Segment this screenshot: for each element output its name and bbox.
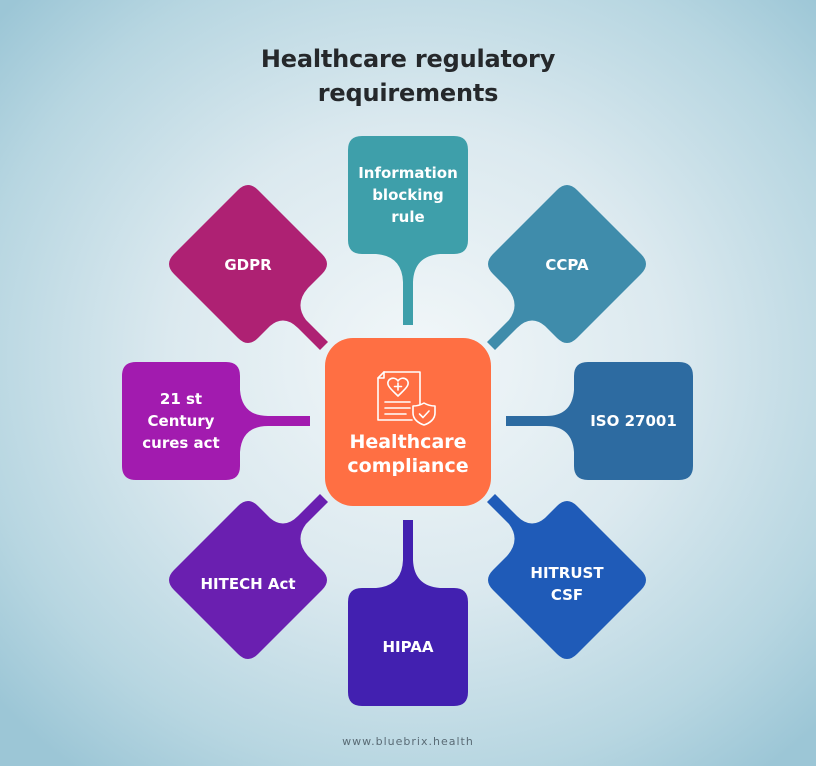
node-label-info-blocking: Information blocking rule [358,164,458,226]
node-label-ccpa: CCPA [545,256,589,274]
center-box [325,338,491,506]
node-shape-gdpr [169,185,328,350]
node-shape-hitrust [487,494,646,659]
node-shape-hipaa [348,520,468,706]
node-shape-info-blocking [348,136,468,325]
node-label-iso27001: ISO 27001 [590,412,677,430]
node-shape-cures-act [122,362,310,480]
node-label-gdpr: GDPR [224,256,272,274]
node-label-hipaa: HIPAA [382,638,434,656]
document-heart-shield-icon [377,371,436,426]
node-shape-iso27001 [506,362,693,480]
node-shape-hitech [169,494,328,659]
diagram-title: Healthcare regulatory requirements [260,45,556,107]
node-label-hitech: HITECH Act [200,575,296,593]
node-label-hitrust: HITRUST CSF [530,564,604,604]
node-shape-ccpa [487,185,646,350]
node-label-cures-act: 21 st Century cures act [142,390,220,452]
center-label: Healthcare compliance [347,431,469,477]
footer-website: www.bluebrix.health [342,735,474,748]
